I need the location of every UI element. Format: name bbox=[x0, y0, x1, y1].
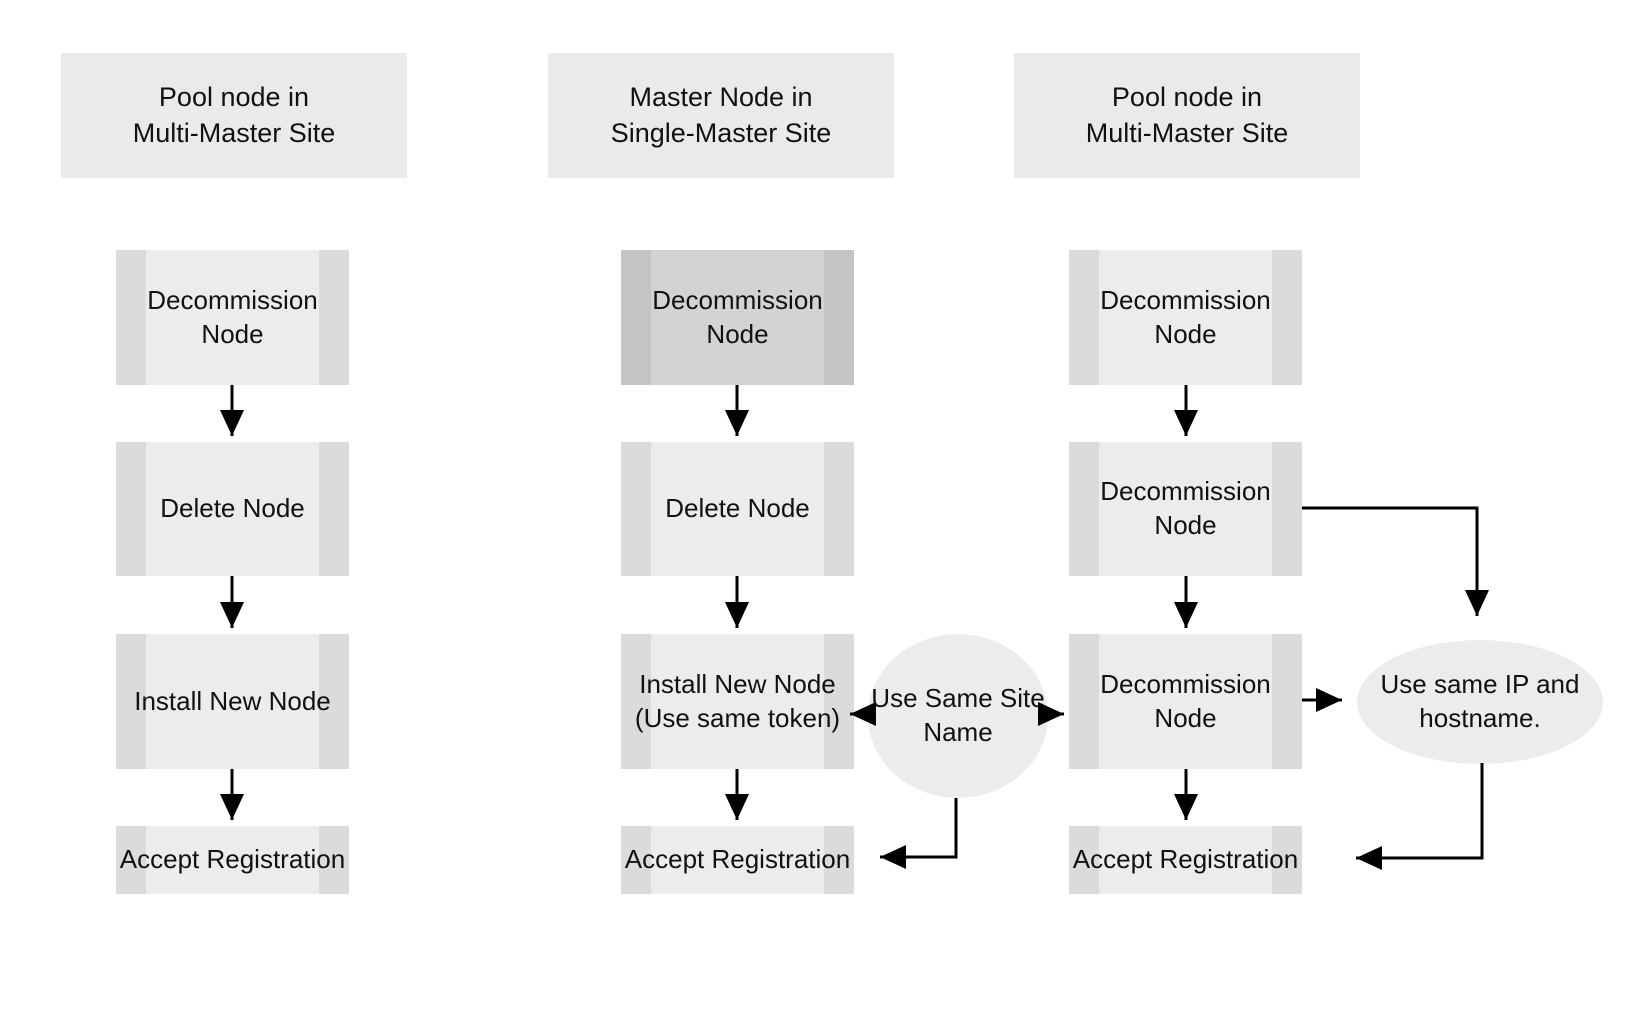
node-label: Install New Node bbox=[134, 685, 331, 716]
node-side-bar bbox=[824, 826, 854, 894]
node-left-install: Install New Node bbox=[116, 634, 349, 769]
arrow-ellipse-to-right-accept bbox=[1356, 763, 1484, 870]
node-label: Delete Node bbox=[665, 493, 810, 524]
node-left-delete: Delete Node bbox=[116, 442, 349, 576]
node-label: Install New Node (Use same token) bbox=[634, 668, 841, 733]
node-label: Accept Registration bbox=[119, 844, 346, 875]
node-middle-accept-registration: Accept Registration bbox=[621, 826, 854, 894]
node-side-bar bbox=[1069, 634, 1099, 769]
node-side-bar bbox=[824, 634, 854, 769]
node-side-bar bbox=[116, 634, 146, 769]
node-side-bar bbox=[1069, 250, 1099, 385]
node-middle-decommission: Decommission Node bbox=[621, 250, 854, 385]
node-right-decommission-3: Decommission Node bbox=[1069, 634, 1302, 769]
node-label: Decommission Node bbox=[1100, 668, 1271, 733]
node-side-bar bbox=[621, 634, 651, 769]
node-side-bar bbox=[319, 442, 349, 576]
node-side-bar bbox=[319, 634, 349, 769]
node-label: Decommission Node bbox=[652, 284, 823, 349]
node-side-bar bbox=[1272, 826, 1302, 894]
node-side-bar bbox=[116, 826, 146, 894]
header-pool-node-multi-master-right: Pool node in Multi-Master Site bbox=[1014, 53, 1360, 178]
node-side-bar bbox=[621, 826, 651, 894]
node-side-bar bbox=[116, 442, 146, 576]
node-label: Decommission Node bbox=[1100, 476, 1271, 540]
arrow-right-row2-to-ellipse bbox=[1302, 506, 1489, 616]
arrow-circle-to-middle-accept bbox=[880, 798, 958, 869]
node-middle-install-same-token: Install New Node (Use same token) bbox=[621, 634, 854, 769]
node-side-bar bbox=[116, 250, 146, 385]
node-side-bar bbox=[1069, 826, 1099, 894]
node-left-accept-registration: Accept Registration bbox=[116, 826, 349, 894]
node-right-accept-registration: Accept Registration bbox=[1069, 826, 1302, 894]
node-side-bar bbox=[1272, 634, 1302, 769]
node-middle-delete: Delete Node bbox=[621, 442, 854, 576]
node-label: Accept Registration bbox=[624, 844, 851, 875]
node-side-bar bbox=[1272, 250, 1302, 385]
node-label: Decommission Node bbox=[1100, 284, 1271, 349]
node-side-bar bbox=[319, 826, 349, 894]
node-side-bar bbox=[824, 442, 854, 576]
node-label: Decommission Node bbox=[147, 284, 318, 349]
header-master-node-single-master: Master Node in Single-Master Site bbox=[548, 53, 894, 178]
node-label: Delete Node bbox=[160, 493, 305, 524]
node-right-decommission-1: Decommission Node bbox=[1069, 250, 1302, 385]
circle-use-same-site-name: Use Same Site Name bbox=[868, 634, 1048, 798]
node-side-bar bbox=[1069, 442, 1099, 576]
node-side-bar bbox=[824, 250, 854, 385]
ellipse-use-same-ip-hostname: Use same IP and hostname. bbox=[1357, 640, 1603, 764]
node-side-bar bbox=[621, 442, 651, 576]
node-right-decommission-2: Decommission Node bbox=[1069, 442, 1302, 576]
header-pool-node-multi-master-left: Pool node in Multi-Master Site bbox=[61, 53, 407, 178]
node-label: Accept Registration bbox=[1072, 844, 1299, 875]
node-side-bar bbox=[1272, 442, 1302, 576]
node-left-decommission: Decommission Node bbox=[116, 250, 349, 385]
node-side-bar bbox=[319, 250, 349, 385]
node-side-bar bbox=[621, 250, 651, 385]
